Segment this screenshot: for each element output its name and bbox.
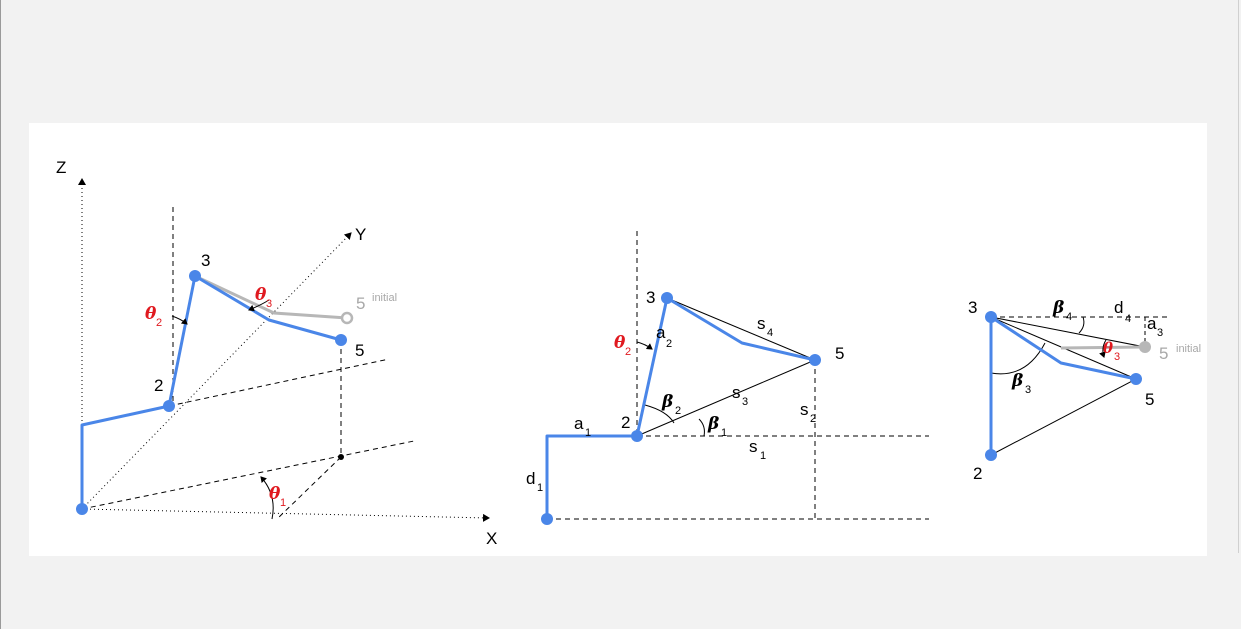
joint-2-mid xyxy=(631,430,643,442)
right-detail-diagram: 3 2 5 5 initial β 4 d 4 a 3 θ 3 β 3 xyxy=(968,298,1201,483)
s4-subscript: 4 xyxy=(767,327,773,339)
z-axis-label: Z xyxy=(56,158,66,177)
y-axis xyxy=(81,232,352,510)
theta3-arrow xyxy=(248,299,270,312)
initial-end-effector-right xyxy=(1139,341,1151,353)
line-2-to-5 xyxy=(990,378,1137,456)
joint-2 xyxy=(163,400,175,412)
theta2-arrow xyxy=(171,315,188,325)
theta3-subscript: 3 xyxy=(266,298,272,310)
joint-2-label-right: 2 xyxy=(973,464,982,483)
joint-3-label-right: 3 xyxy=(968,298,977,317)
ground-diagonal xyxy=(276,456,342,520)
initial-tag: initial xyxy=(372,292,397,304)
d4-label: d xyxy=(1114,298,1123,317)
left-3d-diagram: Z Y X 2 3 5 5 initial θ 2 θ 3 θ 1 xyxy=(56,158,497,548)
s4-line xyxy=(666,297,816,361)
theta3-arrow-right xyxy=(1099,339,1107,358)
theta1-arc xyxy=(260,476,274,520)
beta1-arc xyxy=(698,418,705,437)
joint-5-label-right: 5 xyxy=(1145,390,1154,409)
joint-5-label-mid: 5 xyxy=(835,344,844,363)
theta2-label-mid: θ xyxy=(614,333,626,353)
theta2-label: θ xyxy=(145,304,157,324)
initial-5-label: 5 xyxy=(356,294,365,313)
window-left-border xyxy=(0,0,1,629)
theta3-label-right: θ xyxy=(1103,339,1113,357)
s3-label: s xyxy=(732,383,741,402)
window-right-border xyxy=(1238,0,1239,553)
a1-subscript: 1 xyxy=(585,427,591,439)
theta1-label: θ xyxy=(269,484,281,504)
s2-label: s xyxy=(800,400,809,419)
beta1-subscript: 1 xyxy=(721,427,727,439)
beta3-subscript: 3 xyxy=(1025,384,1031,396)
a2-subscript: 2 xyxy=(666,338,672,350)
d4-subscript: 4 xyxy=(1125,313,1131,325)
s2-subscript: 2 xyxy=(810,413,816,425)
a3-subscript: 3 xyxy=(1157,327,1163,339)
beta4-subscript: 4 xyxy=(1066,311,1072,323)
initial-tag-right: initial xyxy=(1176,343,1201,355)
s1-subscript: 1 xyxy=(760,450,766,462)
robot-arm xyxy=(80,274,342,509)
joint-3-mid xyxy=(661,292,673,304)
beta2-label: β xyxy=(661,392,673,412)
initial-arm-segment xyxy=(194,274,348,320)
d1-subscript: 1 xyxy=(537,482,543,494)
initial-end-effector xyxy=(340,311,354,325)
theta3-label: θ xyxy=(255,285,267,305)
theta2-subscript-mid: 2 xyxy=(625,346,631,358)
joint2-reference-line xyxy=(168,358,390,407)
beta2-arc xyxy=(644,404,675,424)
x-axis-label: X xyxy=(486,529,497,548)
joint-3-label-mid: 3 xyxy=(646,288,655,307)
theta2-subscript: 2 xyxy=(156,317,162,329)
base-joint-mid xyxy=(541,513,553,525)
s4-label: s xyxy=(757,314,766,333)
joint-2-label: 2 xyxy=(154,376,163,395)
joint-2-right xyxy=(985,449,997,461)
end-effector-5-right xyxy=(1130,373,1142,385)
joint-3-label: 3 xyxy=(201,251,210,270)
s1-label: s xyxy=(749,437,758,456)
joint-3 xyxy=(189,270,201,282)
beta3-label: β xyxy=(1011,371,1023,391)
diagram-canvas: Z Y X 2 3 5 5 initial θ 2 θ 3 θ 1 xyxy=(29,123,1207,556)
a2-label: a xyxy=(656,323,666,342)
theta2-arrow-mid xyxy=(636,341,653,350)
beta4-arc xyxy=(1078,316,1085,334)
s3-subscript: 3 xyxy=(742,396,748,408)
initial-5-label-right: 5 xyxy=(1159,344,1168,363)
y-axis-label: Y xyxy=(355,225,366,244)
middle-side-diagram: 2 3 5 θ 2 a 2 s 4 β 2 s 3 β 1 s 2 a 1 s … xyxy=(526,231,929,525)
d1-label: d xyxy=(526,469,535,488)
theta3-subscript-right: 3 xyxy=(1114,351,1120,363)
theta1-subscript: 1 xyxy=(280,497,286,509)
robot-arm-diagrams: Z Y X 2 3 5 5 initial θ 2 θ 3 θ 1 xyxy=(56,158,1201,548)
ground-point xyxy=(338,454,344,460)
end-effector-5-mid xyxy=(809,354,821,366)
joint-3-right xyxy=(985,311,997,323)
beta2-subscript: 2 xyxy=(675,405,681,417)
robot-arm-side xyxy=(545,296,816,519)
beta1-label: β xyxy=(707,414,719,434)
joint-5-label: 5 xyxy=(355,341,364,360)
joint-2-label-mid: 2 xyxy=(621,413,630,432)
ground-projection-line xyxy=(81,440,415,510)
robot-arm-detail xyxy=(989,315,1137,455)
base-joint xyxy=(76,503,88,515)
end-effector-5 xyxy=(335,334,347,346)
a1-label: a xyxy=(574,414,584,433)
beta4-label: β xyxy=(1052,298,1064,318)
a3-label: a xyxy=(1147,314,1157,333)
s3-line xyxy=(636,359,816,437)
line-3-to-initial xyxy=(990,316,1146,348)
